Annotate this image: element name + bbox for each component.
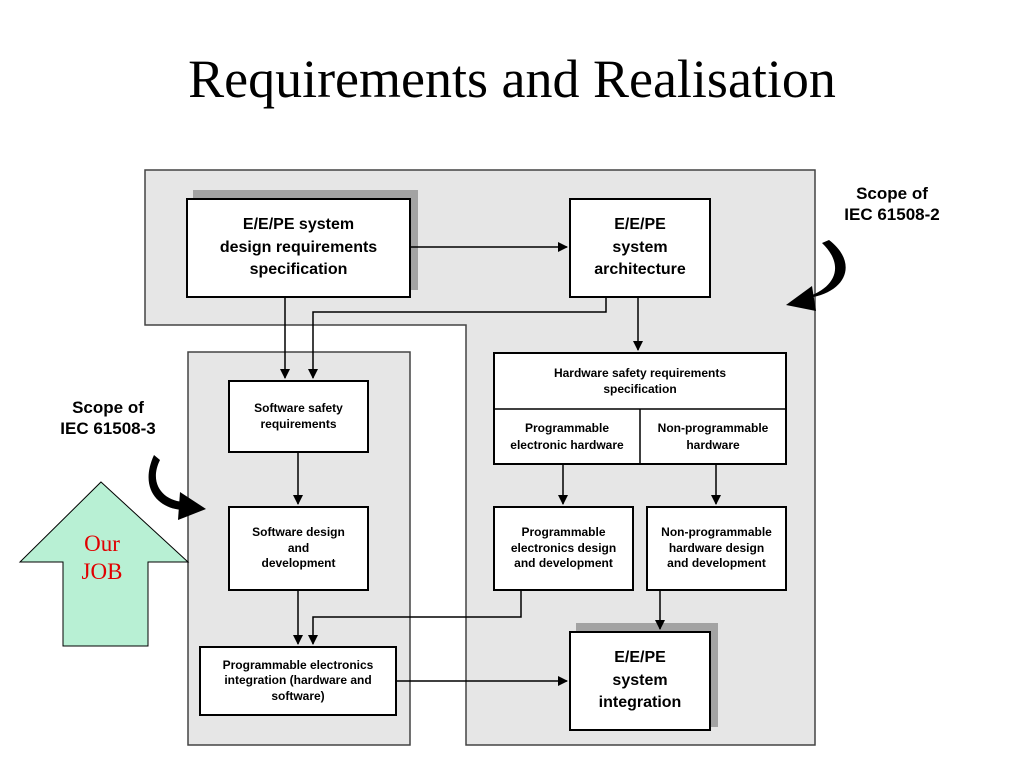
our-job-line-1: Our — [84, 531, 120, 556]
scope-2-curved-arrow — [786, 240, 846, 311]
pe-integration-line-2: integration (hardware and — [224, 673, 372, 688]
scope-3-line-2: IEC 61508-3 — [60, 419, 156, 439]
arrow-pe-design-to-integration — [308, 591, 522, 645]
software-safety-requirements-box: Software safety requirements — [228, 380, 369, 453]
arrow-architecture-to-sw-safety — [308, 298, 607, 379]
scope-2-line-2: IEC 61508-2 — [844, 205, 940, 225]
pe-integration-line-3: software) — [271, 688, 325, 703]
programmable-electronics-integration-box: Programmable electronics integration (ha… — [199, 646, 397, 716]
hw-safety-req-line-1: Hardware safety requirements — [553, 365, 727, 380]
hardware-safety-req-header: Hardware safety requirements specificati… — [495, 354, 785, 408]
programmable-hardware-cell: Programmable electronic hardware — [495, 410, 639, 463]
system-architecture-line-2: system — [612, 238, 668, 256]
non-programmable-hardware-cell: Non-programmable hardware — [641, 410, 785, 463]
scope-2-line-1: Scope of — [856, 184, 928, 203]
scope-3-curved-arrow — [148, 455, 206, 520]
pe-design-line-1: Programmable — [521, 525, 606, 540]
system-design-req-line-2: design requirements — [219, 238, 378, 256]
system-integration-line-2: system — [612, 671, 668, 689]
system-integration-line-1: E/E/PE — [614, 648, 666, 666]
sw-safety-req-line-1: Software safety — [254, 400, 343, 415]
programmable-electronics-design-box: Programmable electronics design and deve… — [493, 506, 634, 591]
sw-design-line-1: Software design — [252, 525, 345, 540]
software-design-box: Software design and development — [228, 506, 369, 591]
sw-design-line-2: and — [287, 540, 310, 555]
system-architecture-box: E/E/PE system architecture — [569, 198, 711, 298]
pe-design-line-3: and development — [514, 556, 613, 571]
system-design-requirements-box: E/E/PE system design requirements specif… — [186, 198, 411, 298]
non-prog-hw-line-2: hardware — [686, 437, 740, 452]
hw-safety-req-line-2: specification — [603, 382, 677, 396]
sw-design-line-3: development — [261, 556, 336, 571]
system-architecture-line-1: E/E/PE — [614, 215, 666, 233]
our-job-line-2: JOB — [81, 558, 123, 584]
pe-design-line-2: electronics design — [510, 540, 617, 555]
our-job-arrow — [18, 481, 190, 647]
system-design-req-line-3: specification — [249, 261, 348, 279]
pe-integration-line-1: Programmable electronics — [222, 657, 374, 672]
prog-hw-line-1: Programmable — [524, 421, 610, 436]
scope-iec-61508-3-label: Scope of IEC 61508-3 — [38, 397, 178, 440]
page-title: Requirements and Realisation — [188, 49, 836, 109]
non-prog-design-line-3: and development — [667, 556, 766, 571]
sw-safety-req-line-2: requirements — [260, 416, 337, 431]
system-integration-line-3: integration — [598, 694, 682, 712]
non-prog-hw-line-1: Non-programmable — [657, 421, 769, 436]
scope-iec-61508-2-label: Scope of IEC 61508-2 — [822, 183, 962, 226]
our-job-label: Our JOB — [62, 530, 142, 585]
system-design-req-line-1: E/E/PE system — [242, 215, 355, 233]
scope-3-line-1: Scope of — [72, 398, 144, 417]
system-architecture-line-3: architecture — [594, 261, 686, 279]
system-integration-box: E/E/PE system integration — [569, 631, 711, 731]
non-prog-design-line-2: hardware design — [668, 540, 765, 555]
non-prog-design-line-1: Non-programmable — [661, 525, 772, 540]
prog-hw-line-2: electronic hardware — [510, 437, 624, 452]
non-programmable-hardware-design-box: Non-programmable hardware design and dev… — [646, 506, 787, 591]
